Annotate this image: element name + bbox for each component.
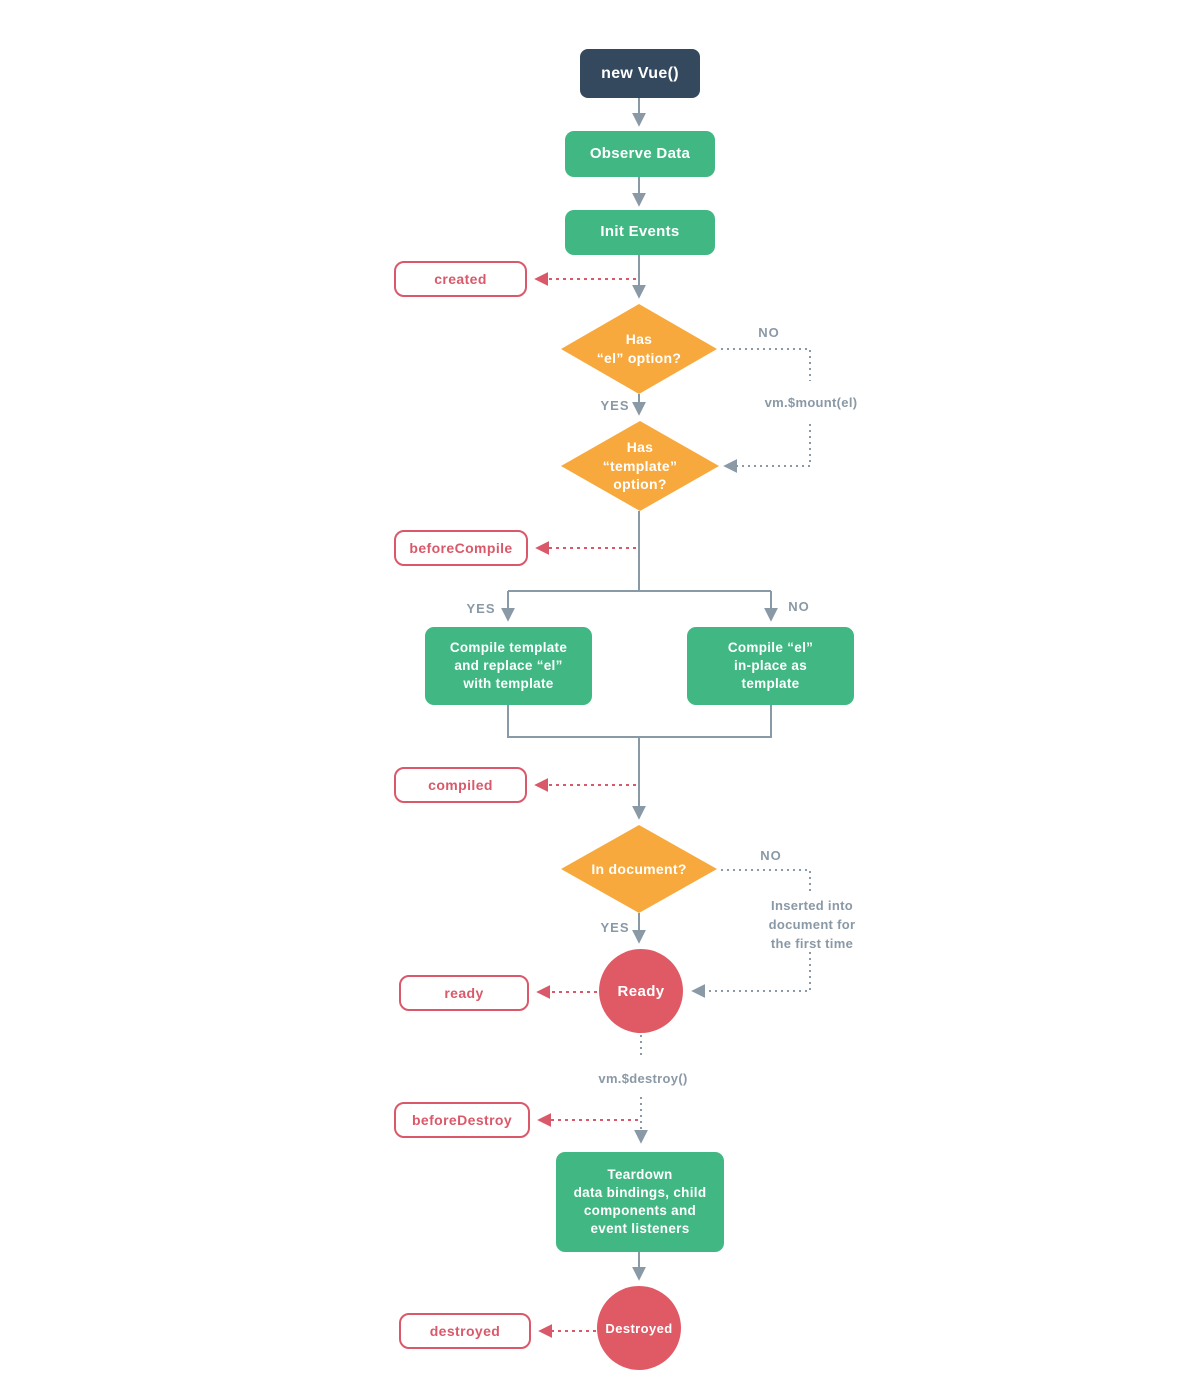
state-ready-circle: Ready: [599, 949, 683, 1033]
state-destroyed-circle: Destroyed: [597, 1286, 681, 1370]
hook-destroyed: destroyed: [399, 1313, 531, 1349]
edge-label-yes: YES: [600, 398, 630, 413]
node-compile-el-inplace: Compile “el” in-place as template: [687, 627, 854, 705]
dotted-mount-path: [721, 348, 811, 473]
edge-label-no: NO: [758, 325, 780, 340]
hook-dashed-arrows: [534, 272, 638, 1338]
node-compile-template: Compile template and replace “el” with t…: [425, 627, 592, 705]
annotation-inserted-into-document: Inserted into document for the first tim…: [768, 898, 856, 951]
edge-label-no: NO: [760, 848, 782, 863]
hook-created: created: [394, 261, 527, 297]
annotation-vm-destroy: vm.$destroy(): [598, 1071, 688, 1086]
edge-label-yes: YES: [466, 601, 496, 616]
hook-before-compile: beforeCompile: [394, 530, 528, 566]
solid-flow-arrows: [501, 98, 778, 1281]
hook-before-destroy: beforeDestroy: [394, 1102, 530, 1138]
dotted-insert-path: [691, 869, 811, 998]
edge-label-no: NO: [788, 599, 810, 614]
node-new-vue: new Vue(): [580, 49, 700, 98]
node-teardown: Teardown data bindings, child components…: [556, 1152, 724, 1252]
node-observe-data: Observe Data: [565, 131, 715, 177]
edge-label-yes: YES: [600, 920, 630, 935]
node-init-events: Init Events: [565, 210, 715, 255]
hook-compiled: compiled: [394, 767, 527, 803]
hook-ready: ready: [399, 975, 529, 1011]
annotation-vm-mount: vm.$mount(el): [764, 395, 858, 410]
